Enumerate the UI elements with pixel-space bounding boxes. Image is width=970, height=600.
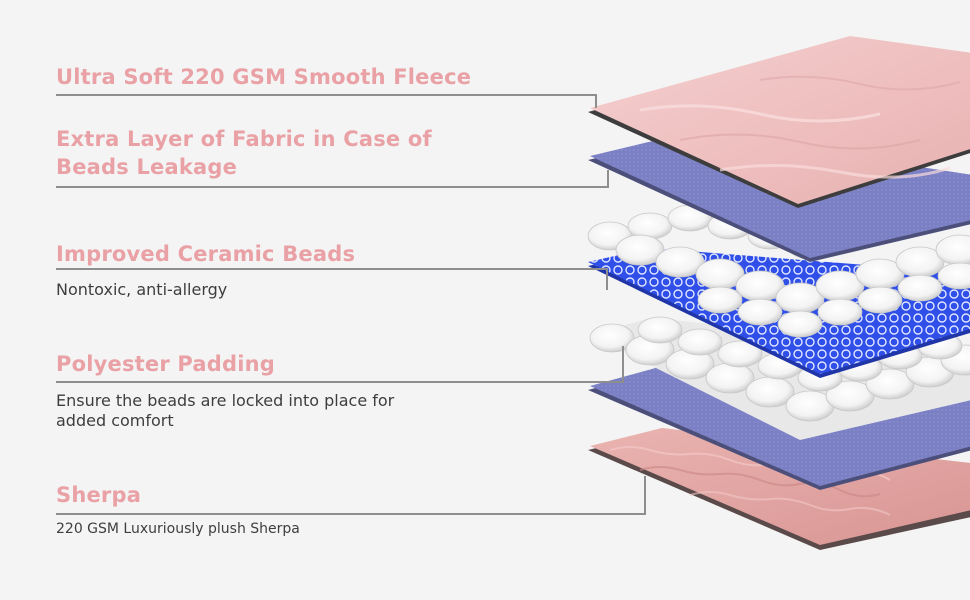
fleece-layer (588, 36, 970, 208)
fabric-title-line2: Beads Leakage (56, 155, 238, 179)
beads-description: Nontoxic, anti-allergy (56, 280, 228, 299)
fabric-title: Extra Layer of Fabric in Case of Beads L… (56, 125, 432, 181)
leader-line-padding (56, 381, 624, 383)
padding-description: Ensure the beads are locked into place f… (56, 391, 394, 431)
padding-title: Polyester Padding (56, 352, 276, 376)
padding-description-line1: Ensure the beads are locked into place f… (56, 391, 395, 410)
leader-line-fabric (56, 186, 609, 188)
padding-description-line2: added comfort (56, 411, 174, 430)
leader-line-fleece-tick (595, 94, 597, 108)
leader-line-fabric-tick (607, 170, 609, 188)
sherpa-description: 220 GSM Luxuriously plush Sherpa (56, 521, 300, 537)
fleece-title: Ultra Soft 220 GSM Smooth Fleece (56, 65, 472, 89)
sherpa-title: Sherpa (56, 483, 142, 507)
leader-line-beads-tick (606, 268, 608, 290)
leader-line-padding-tick (622, 346, 624, 383)
fabric-title-line1: Extra Layer of Fabric in Case of (56, 127, 432, 151)
beads-title: Improved Ceramic Beads (56, 242, 356, 266)
leader-line-fleece (56, 94, 596, 96)
leader-line-sherpa-tick (644, 476, 646, 515)
leader-line-beads (56, 268, 608, 270)
leader-line-sherpa (56, 513, 646, 515)
polyester-padding-upper (587, 194, 970, 338)
